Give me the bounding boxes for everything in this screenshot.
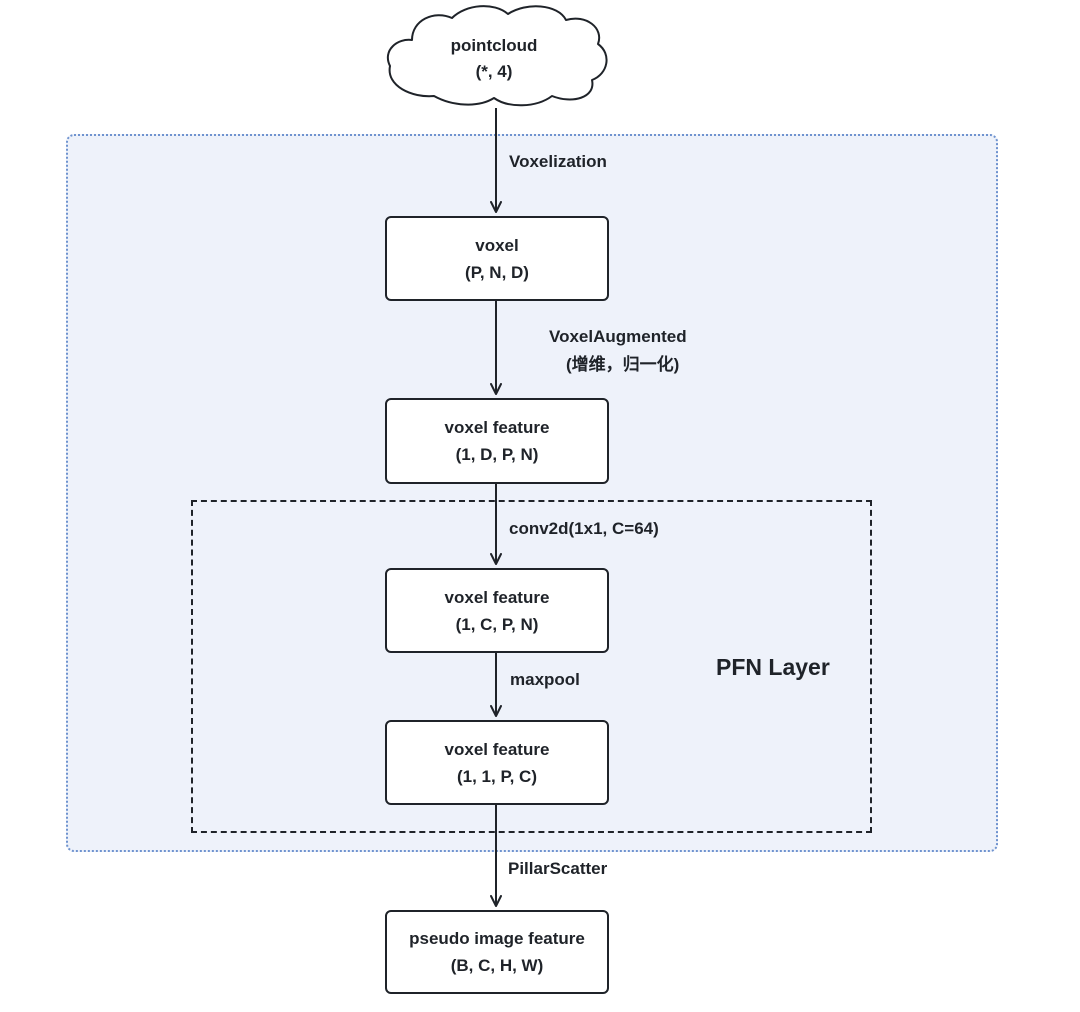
voxel-feature-node-3: voxel feature (1, 1, P, C) — [385, 720, 609, 805]
pseudo-image-shape: (B, C, H, W) — [450, 956, 544, 975]
pfn-layer-title: PFN Layer — [716, 654, 830, 680]
voxel-augmented-label: VoxelAugmented — [549, 327, 687, 346]
voxel-feature-node-2: voxel feature (1, C, P, N) — [385, 568, 609, 653]
pseudo-image-node: pseudo image feature (B, C, H, W) — [385, 910, 609, 994]
voxelization-label: Voxelization — [509, 152, 607, 171]
voxel-feature-2-shape: (1, C, P, N) — [455, 614, 539, 634]
voxel-feature-1-shape: (1, D, P, N) — [455, 445, 539, 464]
voxel-name: voxel — [475, 235, 519, 255]
voxel-feature-3-name: voxel feature — [444, 739, 550, 759]
voxel-augmented-note: (增维，归一化) — [566, 355, 680, 374]
conv2d-label: conv2d(1x1, C=64) — [509, 519, 659, 538]
voxel-shape: (P, N, D) — [465, 262, 529, 282]
voxel-feature-3-shape: (1, 1, P, C) — [457, 766, 537, 786]
voxel-node: voxel (P, N, D) — [385, 216, 609, 301]
voxel-feature-node-1: voxel feature (1, D, P, N) — [385, 398, 609, 484]
voxel-feature-1-name: voxel feature — [444, 418, 550, 437]
pointcloud-shape: (*, 4) — [475, 62, 513, 81]
pseudo-image-name: pseudo image feature — [409, 929, 585, 948]
pillar-scatter-label: PillarScatter — [508, 859, 608, 878]
pointcloud-node: pointcloud (*, 4) — [376, 0, 612, 108]
cloud-shape — [387, 5, 608, 107]
maxpool-label: maxpool — [510, 670, 580, 689]
voxel-feature-2-name: voxel feature — [444, 587, 550, 607]
pointcloud-name: pointcloud — [450, 36, 538, 55]
pfn-layer-region — [191, 500, 872, 833]
